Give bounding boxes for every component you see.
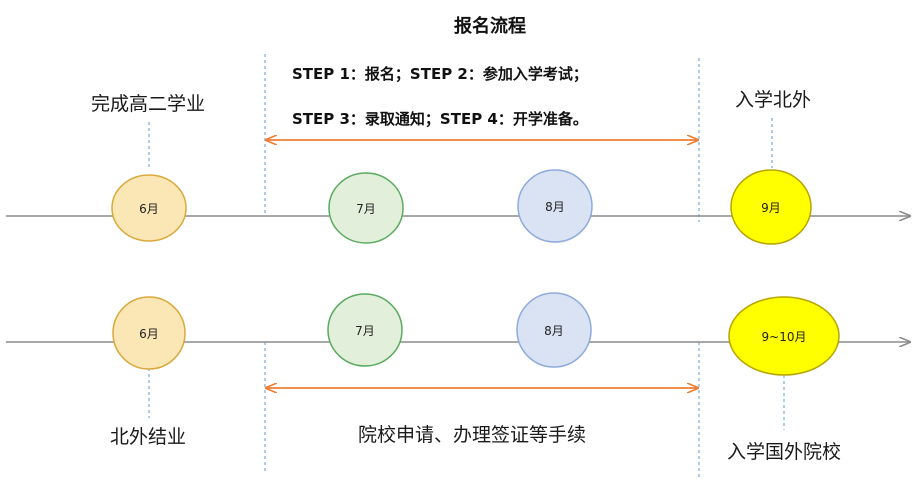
top-node-june: 6月	[111, 174, 187, 242]
bottom-middle-label: 院校申请、办理签证等手续	[358, 424, 586, 446]
top-node-august-label: 8月	[545, 200, 565, 214]
top-node-september: 9月	[730, 169, 812, 245]
diagram-title: 报名流程	[454, 15, 526, 37]
bottom-node-sept-oct-circle	[728, 296, 840, 376]
top-right-label: 入学北外	[735, 89, 811, 111]
top-node-july-label: 7月	[356, 202, 376, 216]
bottom-left-label: 北外结业	[110, 426, 186, 448]
bottom-node-june: 6月	[112, 296, 186, 370]
top-left-label: 完成高二学业	[91, 93, 205, 115]
top-node-june-circle	[111, 174, 187, 242]
bottom-node-july-label: 7月	[355, 324, 375, 338]
top-node-august-circle	[517, 169, 593, 243]
top-node-july-circle	[328, 172, 404, 244]
bottom-node-august-circle	[516, 292, 592, 368]
steps-line-1: STEP 1：报名；STEP 2：参加入学考试；	[292, 65, 588, 83]
top-node-august: 8月	[517, 169, 593, 243]
top-node-september-label: 9月	[761, 201, 781, 215]
top-node-june-label: 6月	[139, 202, 159, 216]
bottom-node-july-circle	[327, 293, 403, 367]
steps-line-2: STEP 3：录取通知；STEP 4：开学准备。	[292, 110, 588, 128]
bottom-node-july: 7月	[327, 293, 403, 367]
top-node-july: 7月	[328, 172, 404, 244]
bottom-node-june-circle	[112, 296, 186, 370]
bottom-node-sept-oct: 9~10月	[728, 296, 840, 376]
top-node-september-circle	[730, 169, 812, 245]
bottom-node-june-label: 6月	[139, 327, 159, 341]
bottom-node-sept-oct-label: 9~10月	[762, 330, 807, 344]
bottom-node-august-label: 8月	[544, 324, 564, 338]
bottom-right-label: 入学国外院校	[727, 441, 841, 463]
bottom-node-august: 8月	[516, 292, 592, 368]
